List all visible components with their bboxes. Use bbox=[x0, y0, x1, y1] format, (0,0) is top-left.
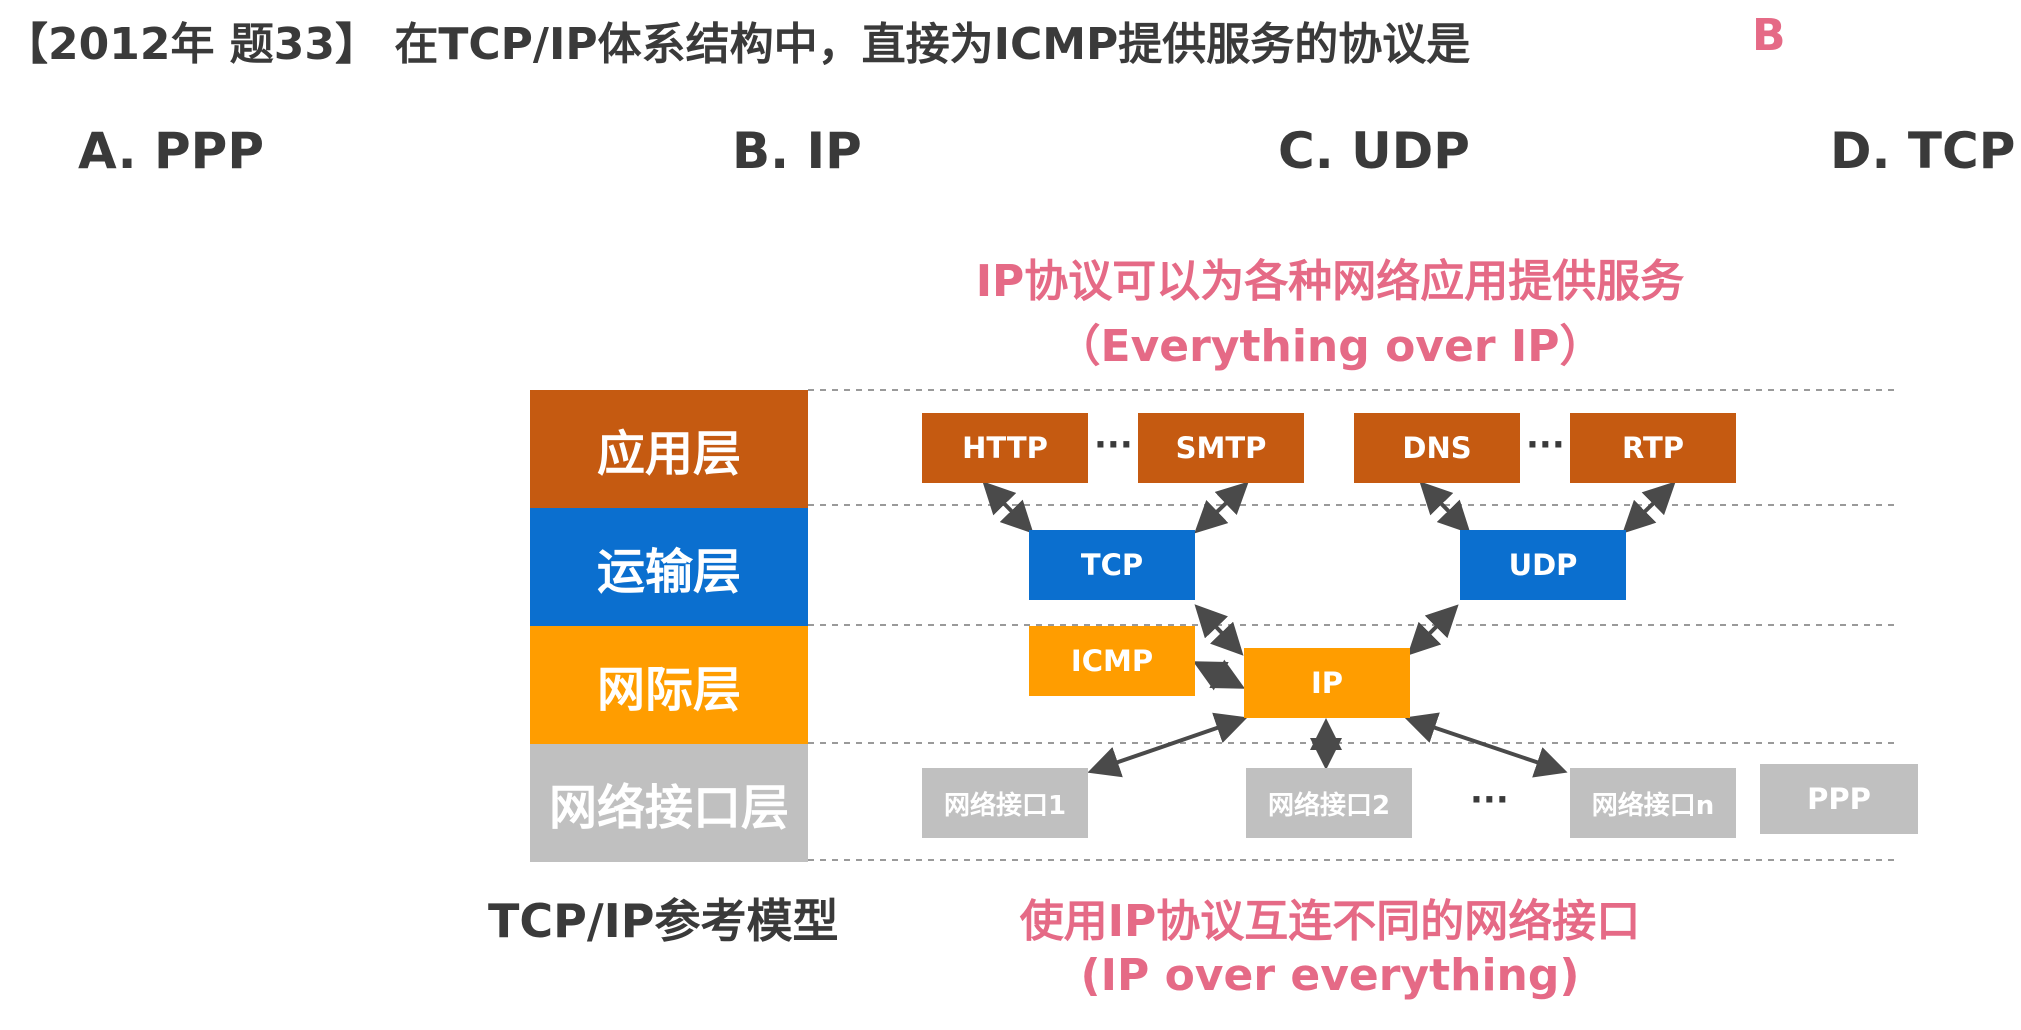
proto-icmp: ICMP bbox=[1029, 626, 1195, 696]
arrow-smtp-tcp bbox=[1194, 481, 1249, 534]
model-caption: TCP/IP参考模型 bbox=[488, 894, 839, 948]
arrow-http-tcp bbox=[982, 481, 1034, 534]
note-bottom-line2: (IP over everything) bbox=[1080, 950, 1580, 1001]
layer-application: 应用层 bbox=[530, 390, 808, 508]
option-a[interactable]: A. PPP bbox=[78, 122, 264, 180]
option-c[interactable]: C. UDP bbox=[1278, 122, 1470, 180]
proto-net-interface-n: 网络接口n bbox=[1570, 768, 1736, 838]
proto-rtp: RTP bbox=[1570, 413, 1736, 483]
ellipsis-net: ··· bbox=[1470, 780, 1509, 820]
answer-mark: B bbox=[1752, 10, 1786, 61]
option-d[interactable]: D. TCP bbox=[1830, 122, 2016, 180]
proto-tcp: TCP bbox=[1029, 530, 1195, 600]
ellipsis-app-2: ··· bbox=[1526, 425, 1565, 465]
ellipsis-app-1: ··· bbox=[1094, 425, 1133, 465]
arrows bbox=[982, 481, 1676, 778]
option-b[interactable]: B. IP bbox=[732, 122, 862, 180]
arrow-tcp-ip bbox=[1194, 604, 1244, 656]
proto-net-interface-1: 网络接口1 bbox=[922, 768, 1088, 838]
proto-smtp: SMTP bbox=[1138, 413, 1304, 483]
note-bottom-line1: 使用IP协议互连不同的网络接口 bbox=[1019, 896, 1641, 947]
proto-ip: IP bbox=[1244, 648, 1410, 718]
arrow-icmp-ip bbox=[1192, 659, 1246, 691]
layer-transport: 运输层 bbox=[530, 508, 808, 626]
proto-dns: DNS bbox=[1354, 413, 1520, 483]
arrow-ip-netn bbox=[1404, 712, 1568, 778]
proto-udp: UDP bbox=[1460, 530, 1626, 600]
proto-ppp: PPP bbox=[1760, 764, 1918, 834]
arrow-ip-net1 bbox=[1087, 712, 1248, 778]
note-top-line2: （Everything over IP） bbox=[1056, 321, 1604, 372]
arrow-dns-udp bbox=[1419, 481, 1471, 534]
note-top-line1: IP协议可以为各种网络应用提供服务 bbox=[975, 256, 1685, 307]
layer-network-interface: 网络接口层 bbox=[530, 744, 808, 862]
question-text: 【2012年 题33】 在TCP/IP体系结构中，直接为ICMP提供服务的协议是 bbox=[4, 19, 1471, 70]
layer-internet: 网际层 bbox=[530, 626, 808, 744]
arrow-udp-ip bbox=[1407, 604, 1459, 656]
proto-http: HTTP bbox=[922, 413, 1088, 483]
proto-net-interface-2: 网络接口2 bbox=[1246, 768, 1412, 838]
arrow-rtp-udp bbox=[1622, 481, 1676, 534]
